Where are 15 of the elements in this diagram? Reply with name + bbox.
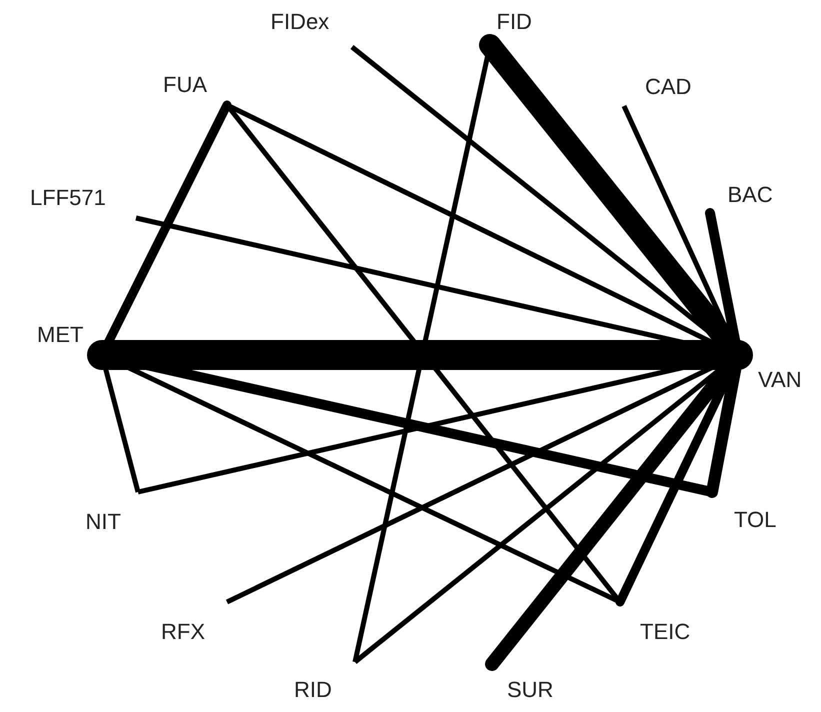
- treatment-label: LFF571: [30, 187, 106, 209]
- treatment-label: TOL: [734, 509, 776, 531]
- treatment-label: SUR: [507, 679, 554, 701]
- treatment-label: FUA: [163, 74, 207, 96]
- network-edge: [87, 340, 753, 370]
- treatment-label: RFX: [161, 621, 205, 643]
- treatment-label: BAC: [728, 184, 773, 206]
- treatment-label: RID: [294, 679, 332, 701]
- treatment-label: NIT: [86, 511, 121, 533]
- treatment-label: CAD: [645, 76, 692, 98]
- treatment-label: FID: [496, 11, 532, 33]
- treatment-label: FIDex: [270, 11, 330, 33]
- treatment-label: TEIC: [640, 621, 690, 643]
- treatment-label: VAN: [758, 369, 802, 391]
- treatment-label: MET: [37, 324, 84, 346]
